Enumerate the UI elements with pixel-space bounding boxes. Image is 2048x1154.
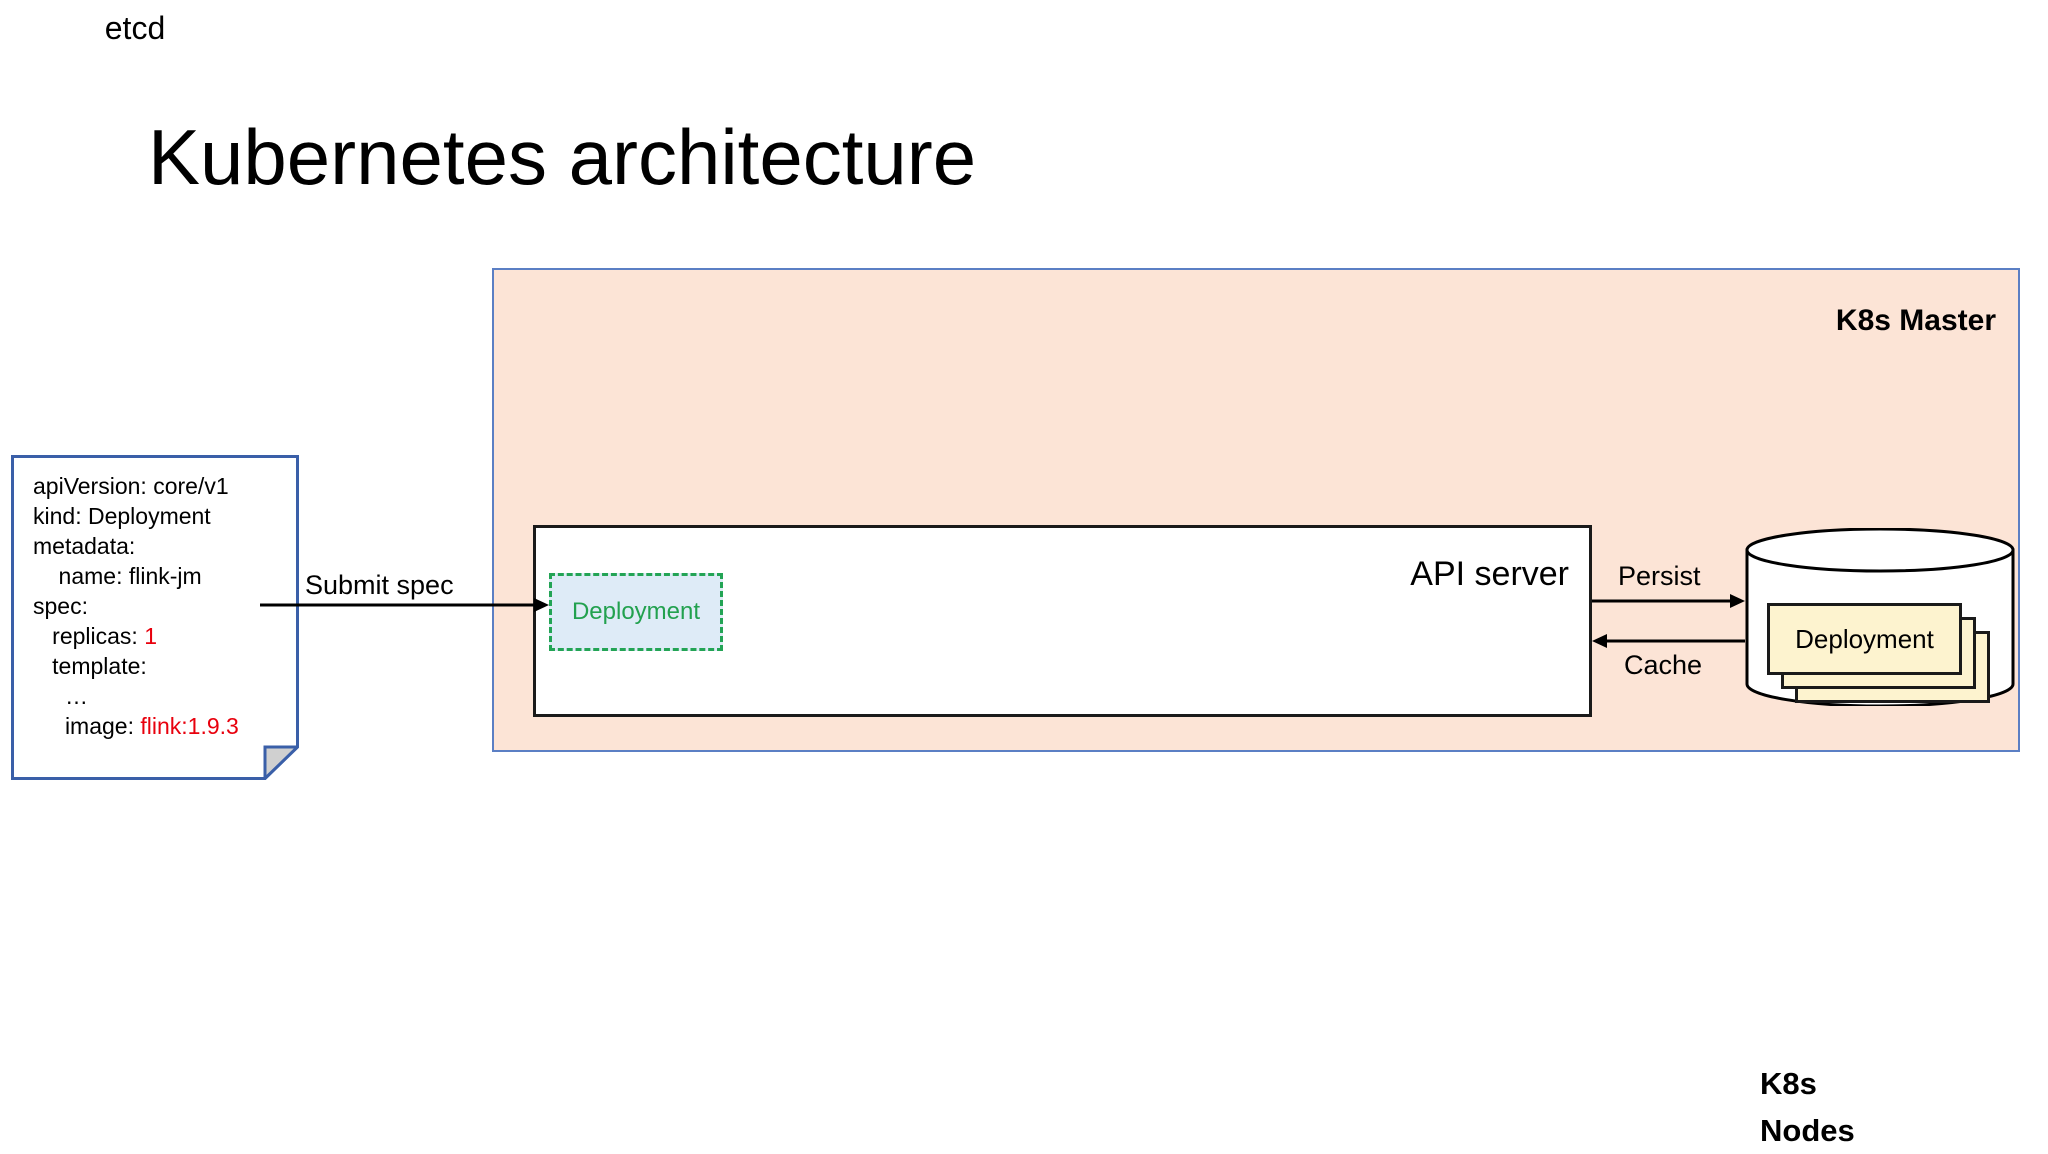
- spec-line-template: template:: [33, 653, 147, 679]
- spec-line-replicas: replicas: 1: [33, 623, 158, 649]
- deployment-object-label: Deployment: [571, 598, 701, 625]
- spec-line-image: image: flink:1.9.3: [33, 713, 239, 739]
- document-shape-icon: [11, 455, 299, 780]
- spec-image-value: flink:1.9.3: [140, 713, 239, 739]
- persist-label: Persist: [1618, 561, 1701, 591]
- k8s-nodes-caption-line2: Nodes: [1760, 1113, 1855, 1148]
- etcd-record-card-label: Deployment: [1795, 623, 1934, 654]
- deployment-object-box: Deployment: [549, 573, 723, 651]
- k8s-nodes-caption: K8s Nodes: [1760, 1060, 1855, 1154]
- cache-label: Cache: [1624, 650, 1703, 680]
- k8s-nodes-caption-line1: K8s: [1760, 1066, 1817, 1101]
- api-server-label: API server: [1410, 555, 1569, 593]
- page-title: Kubernetes architecture: [148, 113, 977, 201]
- spec-line-ellipsis: …: [33, 683, 88, 709]
- deployment-spec-text: apiVersion: core/v1 kind: Deployment met…: [33, 471, 283, 741]
- submit-spec-label: Submit spec: [305, 570, 454, 600]
- etcd-record-card-1: Deployment: [1767, 603, 1962, 675]
- spec-line-spec: spec:: [33, 593, 88, 619]
- spec-line-metadata: metadata:: [33, 533, 136, 559]
- spec-line-apiversion: apiVersion: core/v1: [33, 473, 229, 499]
- etcd-label: etcd: [104, 10, 166, 46]
- k8s-master-label: K8s Master: [1835, 304, 1996, 337]
- spec-line-name: name: flink-jm: [33, 563, 202, 589]
- deployment-spec-document: apiVersion: core/v1 kind: Deployment met…: [11, 455, 299, 780]
- spec-line-kind: kind: Deployment: [33, 503, 211, 529]
- spec-replicas-value: 1: [144, 623, 158, 649]
